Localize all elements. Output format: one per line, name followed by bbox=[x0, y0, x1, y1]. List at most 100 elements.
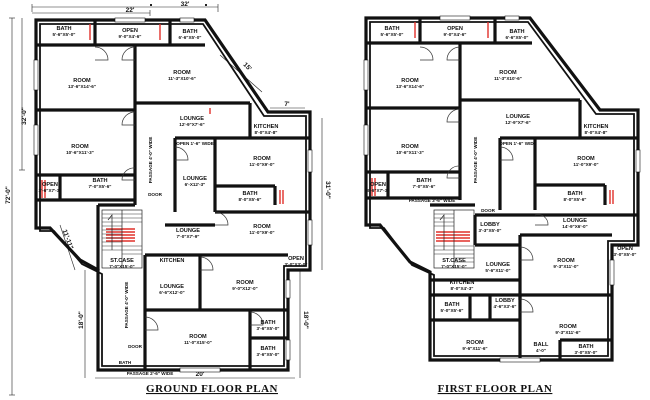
room-name: BATH bbox=[260, 320, 275, 326]
first-outer-wall bbox=[364, 16, 640, 362]
room-name: ROOM bbox=[577, 156, 595, 162]
room-name: BATH bbox=[242, 191, 257, 197]
room-name: LOBBY bbox=[495, 298, 515, 304]
room-name: ROOM bbox=[401, 144, 419, 150]
room-name: OPEN bbox=[288, 256, 304, 262]
room-name: LOUNGE bbox=[176, 228, 200, 234]
dim-left-total: 72'-0" bbox=[5, 186, 12, 204]
room-name: PASSAGE 4'-0" WIDE bbox=[473, 137, 478, 184]
room-name: LOUNGE bbox=[506, 114, 530, 120]
room-size: 5'-6"X5'-0" bbox=[381, 32, 404, 37]
room-size: 10'-6"X11'-3" bbox=[396, 150, 424, 155]
room-size: 8'-0"X4'-3" bbox=[451, 286, 474, 291]
room-size: 9'-3"X11'-0" bbox=[553, 264, 578, 269]
room-size: 11'-0"X15'-0" bbox=[184, 340, 212, 345]
room-name: BATH bbox=[509, 29, 524, 35]
first-doors bbox=[419, 46, 549, 313]
room-name: ROOM bbox=[559, 324, 577, 330]
ground-room-labels: BATH 5'-6"X5'-0" OPEN 9'-0"X4'-6" BATH 6… bbox=[39, 26, 308, 376]
room-name: LOUNGE bbox=[563, 218, 587, 224]
room-size: 9'-3"X11'-6" bbox=[555, 330, 580, 335]
room-size: 7'-0"X15'-0" bbox=[109, 264, 134, 269]
room-size: 4'-0" bbox=[536, 348, 546, 353]
dim-left-upper: 32'-0" bbox=[21, 107, 28, 125]
room-size: 4'-6"X3'-6" bbox=[494, 304, 517, 309]
room-name: ST.CASE bbox=[442, 258, 466, 264]
room-name: BATH bbox=[444, 302, 459, 308]
room-size: 9'-0"X4'-6" bbox=[119, 34, 142, 39]
room-name: OPEN bbox=[617, 246, 633, 252]
ground-doors bbox=[94, 46, 264, 331]
first-staircase bbox=[433, 209, 475, 269]
room-name: BATH bbox=[56, 26, 71, 32]
room-name: BATH bbox=[416, 178, 431, 184]
room-size: 3'-6"X5'-0" bbox=[257, 326, 280, 331]
room-size: 14'-9"X6'-0" bbox=[562, 224, 587, 229]
ground-windows bbox=[33, 17, 313, 373]
room-name: LOUNGE bbox=[183, 176, 207, 182]
room-size: 13'-6"X14'-6" bbox=[68, 84, 96, 89]
room-name: DOOR bbox=[148, 192, 162, 197]
dim-top-outer: 32' bbox=[181, 1, 190, 8]
room-size: 6'-6"X12'-0" bbox=[159, 290, 184, 295]
room-size: 8'-0"X5'-6" bbox=[564, 197, 587, 202]
room-name: BATH bbox=[260, 346, 275, 352]
room-name: ROOM bbox=[557, 258, 575, 264]
room-size: 11'-0"X9'-0" bbox=[249, 162, 274, 167]
room-size: 7'-0"X5'-6" bbox=[413, 184, 436, 189]
room-name: ROOM bbox=[466, 340, 484, 346]
room-size: 13'-6"X14'-6" bbox=[396, 84, 424, 89]
room-name: BATH bbox=[119, 360, 132, 365]
room-name: BATH bbox=[567, 191, 582, 197]
room-name: BATH bbox=[182, 29, 197, 35]
room-name: OPEN bbox=[447, 26, 463, 32]
first-windows bbox=[363, 15, 641, 363]
room-size: 9'-6"X11'-6" bbox=[462, 346, 487, 351]
room-name: PASSAGE 3'-6" WIDE bbox=[409, 198, 456, 203]
ground-dimension-ticks bbox=[150, 4, 207, 6]
dim-top-inner: 22' bbox=[126, 7, 135, 14]
room-name: PASSAGE 4'-0" WIDE bbox=[148, 137, 153, 184]
room-name: KITCHEN bbox=[584, 124, 609, 130]
room-size: 6'-X12'-3" bbox=[185, 182, 206, 187]
room-size: 9'-0"X4'-6" bbox=[444, 32, 467, 37]
dim-right-upper: 31'-0" bbox=[324, 181, 331, 199]
dim-slant: 15' bbox=[241, 61, 252, 72]
room-size: 3'-6"X7'-3" bbox=[39, 188, 62, 193]
room-size: 5'-0"X5'-6" bbox=[441, 308, 464, 313]
room-size: 11'-0"X9'-0" bbox=[249, 230, 274, 235]
room-size: 11'-3"X10'-6" bbox=[168, 76, 196, 81]
ground-inner-wall-line bbox=[39, 23, 307, 367]
room-name: ROOM bbox=[253, 156, 271, 162]
room-name: BATH bbox=[578, 344, 593, 350]
room-size: 3'-0"X5'-0" bbox=[575, 350, 598, 355]
room-size: 3'-6"X5'-0" bbox=[257, 352, 280, 357]
first-floor-title: FIRST FLOOR PLAN bbox=[438, 383, 553, 395]
room-name: OPEN bbox=[122, 28, 138, 34]
room-name: BATH bbox=[92, 178, 107, 184]
room-name: ROOM bbox=[173, 70, 191, 76]
room-name: ROOM bbox=[236, 280, 254, 286]
room-size: 6'-6"X5'-0" bbox=[179, 35, 202, 40]
ground-red-markers bbox=[41, 24, 284, 242]
room-size: 11'-0"X9'-0" bbox=[573, 162, 598, 167]
room-name: LOUNGE bbox=[486, 262, 510, 268]
room-name: LOUNGE bbox=[160, 284, 184, 290]
dim-bottom: 20' bbox=[196, 371, 205, 378]
room-name: ROOM bbox=[189, 334, 207, 340]
room-name: LOUNGE bbox=[180, 116, 204, 122]
room-name: BATH bbox=[384, 26, 399, 32]
dim-left-bottom: 18'-0" bbox=[78, 311, 85, 329]
room-name: ST.CASE bbox=[110, 258, 134, 264]
room-name: DOOR bbox=[481, 208, 495, 213]
room-name: KITCHEN bbox=[450, 280, 475, 286]
dim-right-mid: 7' bbox=[284, 101, 290, 108]
room-name: OPEN 1'-6" WIDE bbox=[499, 141, 536, 146]
room-size: 11'-3"X10'-6" bbox=[494, 76, 522, 81]
room-size: 12'-9"X7'-6" bbox=[179, 122, 204, 127]
room-size: 5'-6"X11'-0" bbox=[485, 268, 510, 273]
first-interior-walls bbox=[366, 18, 638, 360]
room-name: BALL bbox=[534, 342, 549, 348]
